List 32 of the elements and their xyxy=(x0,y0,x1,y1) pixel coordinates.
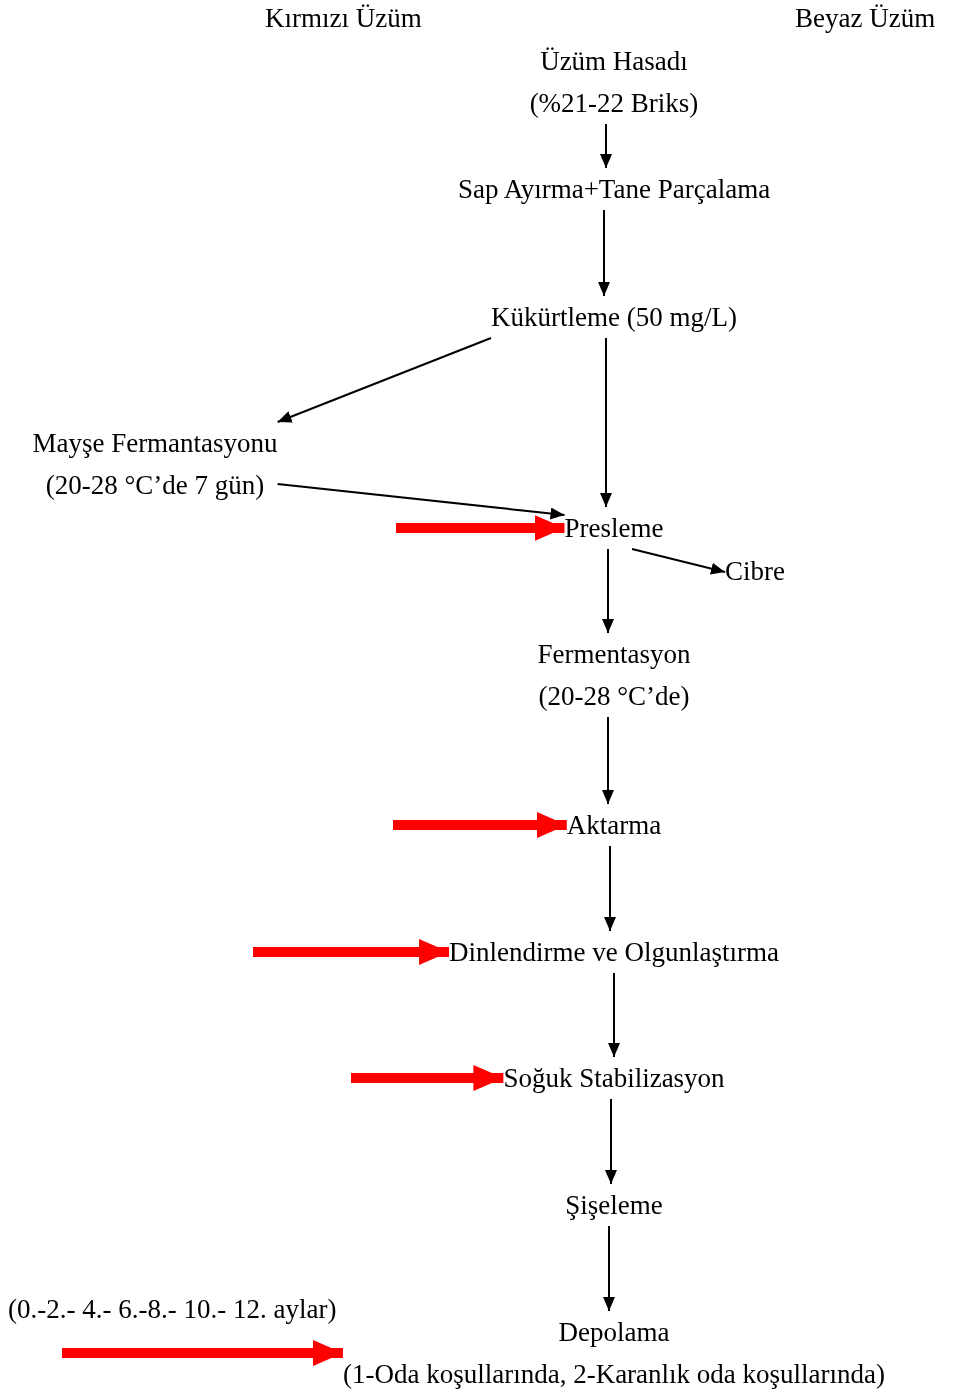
step-text: Şişeleme xyxy=(565,1184,663,1226)
step-text: Cibre xyxy=(725,550,785,592)
arrow xyxy=(276,337,492,423)
arrow xyxy=(608,972,620,1058)
arrow xyxy=(62,1340,343,1366)
arrow xyxy=(600,337,612,508)
step-text: Presleme xyxy=(564,507,664,549)
arrow xyxy=(351,1065,504,1091)
arrow xyxy=(605,1098,617,1185)
arrow xyxy=(276,483,566,520)
column-heading: Beyaz Üzüm xyxy=(795,2,936,35)
edge-label: (0.-2.- 4.- 6.-8.- 10.- 12. aylar) xyxy=(8,1293,337,1326)
step-text: Mayşe Fermantasyonu (20-28 °C’de 7 gün) xyxy=(32,422,278,506)
step-text: Kükürtleme (50 mg/L) xyxy=(491,296,737,338)
arrow xyxy=(393,812,567,838)
arrow xyxy=(253,939,450,965)
step-text: Fermentasyon (20-28 °C’de) xyxy=(537,633,691,717)
arrow xyxy=(602,548,614,634)
step-text: Depolama (1-Oda koşullarında, 2-Karanlık oda koşullarında) xyxy=(342,1311,886,1395)
step-text: Sap Ayırma+Tane Parçalama xyxy=(457,168,771,210)
arrow xyxy=(603,1225,615,1312)
arrow xyxy=(600,123,612,169)
step-text: Soğuk Stabilizasyon xyxy=(503,1057,725,1099)
arrow xyxy=(604,845,616,932)
step-text: Aktarma xyxy=(566,804,662,846)
arrow xyxy=(602,716,614,805)
arrow xyxy=(631,548,726,575)
arrow xyxy=(396,515,565,541)
arrow xyxy=(598,209,610,297)
column-heading: Kırmızı Üzüm xyxy=(265,2,422,35)
step-text: Üzüm Hasadı (%21-22 Briks) xyxy=(529,40,699,124)
step-text: Dinlendirme ve Olgunlaştırma xyxy=(449,931,779,973)
